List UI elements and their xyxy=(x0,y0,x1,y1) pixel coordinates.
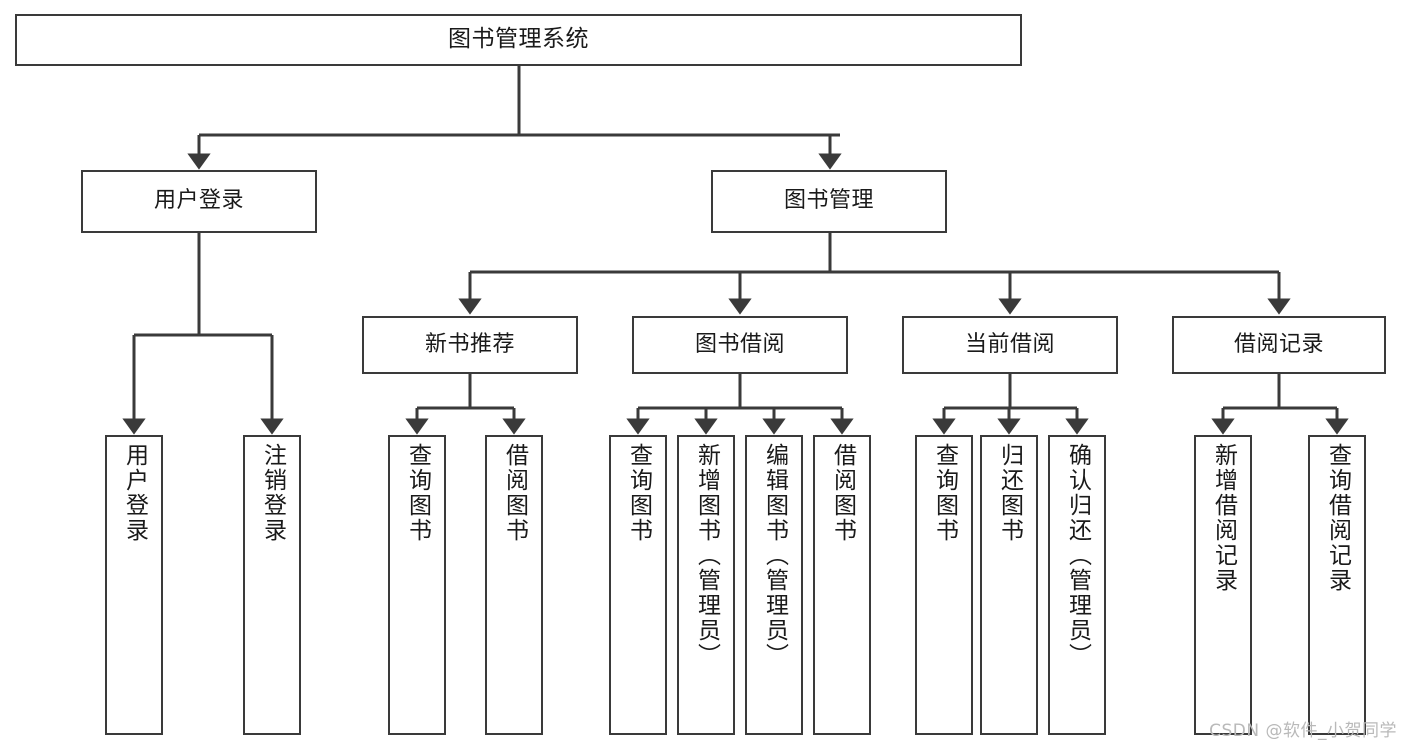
node-label: 当前借阅 xyxy=(964,331,1055,357)
node-leaf-edit-book-admin[interactable]: 编辑图书（管理员） xyxy=(745,435,803,735)
node-borrow-record[interactable]: 借阅记录 xyxy=(1172,316,1386,374)
node-label: 注销登录 xyxy=(259,443,286,543)
node-root-book-management-system[interactable]: 图书管理系统 xyxy=(15,14,1022,66)
node-label: 查询图书 xyxy=(931,443,958,543)
node-label: 查询图书 xyxy=(404,443,431,543)
node-leaf-query-book-current[interactable]: 查询图书 xyxy=(915,435,973,735)
node-label: 编辑图书（管理员） xyxy=(761,443,788,668)
node-label: 确认归还（管理员） xyxy=(1064,443,1091,668)
node-user-login[interactable]: 用户登录 xyxy=(81,170,317,233)
node-label: 归还图书 xyxy=(996,443,1023,543)
node-label: 图书管理 xyxy=(783,188,874,214)
node-current-borrow[interactable]: 当前借阅 xyxy=(902,316,1118,374)
node-leaf-borrow-book-recommend[interactable]: 借阅图书 xyxy=(485,435,543,735)
node-label: 查询借阅记录 xyxy=(1324,443,1351,593)
node-label: 用户登录 xyxy=(121,443,148,543)
node-label: 新增图书（管理员） xyxy=(693,443,720,668)
node-label: 用户登录 xyxy=(153,188,244,214)
node-leaf-user-login[interactable]: 用户登录 xyxy=(105,435,163,735)
node-label: 借阅图书 xyxy=(501,443,528,543)
node-label: 图书借阅 xyxy=(694,331,785,357)
node-leaf-query-borrow-record[interactable]: 查询借阅记录 xyxy=(1308,435,1366,735)
node-leaf-return-book[interactable]: 归还图书 xyxy=(980,435,1038,735)
node-book-management[interactable]: 图书管理 xyxy=(711,170,947,233)
node-leaf-query-book-recommend[interactable]: 查询图书 xyxy=(388,435,446,735)
node-label: 借阅图书 xyxy=(829,443,856,543)
node-leaf-confirm-return-admin[interactable]: 确认归还（管理员） xyxy=(1048,435,1106,735)
node-label: 新书推荐 xyxy=(424,331,515,357)
node-label: 新增借阅记录 xyxy=(1210,443,1237,593)
node-new-book-recommend[interactable]: 新书推荐 xyxy=(362,316,578,374)
node-leaf-query-book-borrow[interactable]: 查询图书 xyxy=(609,435,667,735)
node-label: 图书管理系统 xyxy=(448,26,589,53)
node-book-borrow[interactable]: 图书借阅 xyxy=(632,316,848,374)
node-leaf-add-book-admin[interactable]: 新增图书（管理员） xyxy=(677,435,735,735)
node-label: 查询图书 xyxy=(625,443,652,543)
node-leaf-logout-login[interactable]: 注销登录 xyxy=(243,435,301,735)
node-label: 借阅记录 xyxy=(1233,331,1324,357)
node-leaf-borrow-book-borrow[interactable]: 借阅图书 xyxy=(813,435,871,735)
node-leaf-add-borrow-record[interactable]: 新增借阅记录 xyxy=(1194,435,1252,735)
